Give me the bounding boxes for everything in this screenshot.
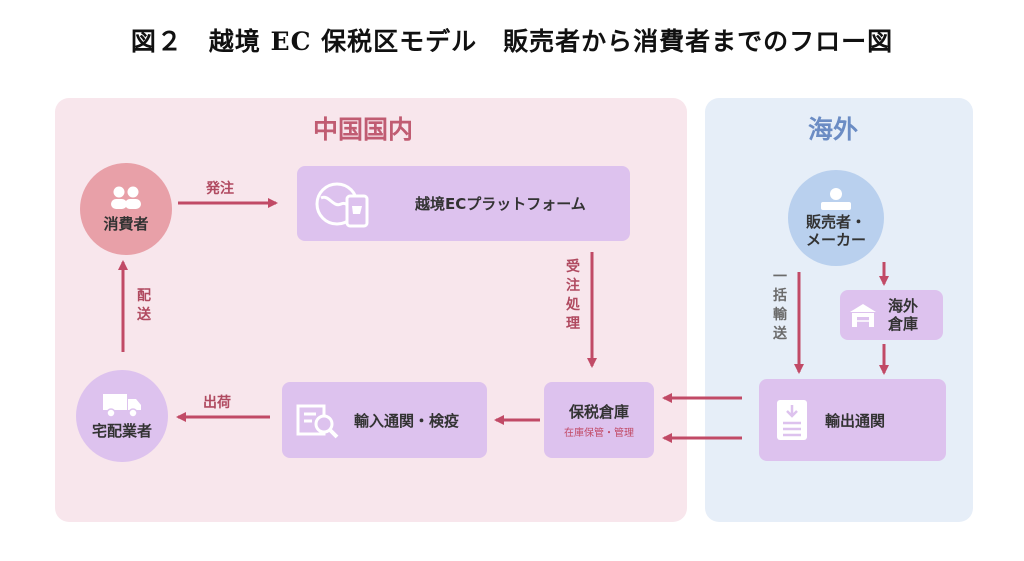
seller-person-icon — [821, 188, 851, 210]
seller-label-line2: メーカー — [805, 231, 866, 249]
china-region-label: 中国国内 — [313, 115, 414, 144]
overseas-warehouse-line2: 倉庫 — [888, 315, 919, 333]
warehouse-icon — [850, 304, 876, 327]
seller-node: 販売者・ メーカー — [788, 170, 884, 266]
overseas-warehouse-node: 海外 倉庫 — [840, 290, 943, 340]
deliver-label: 配送 — [137, 288, 151, 323]
delivery-node: 宅配業者 — [76, 370, 168, 462]
consumer-label: 消費者 — [103, 215, 149, 233]
import-clearance-node: 輸入通関・検疫 — [282, 382, 487, 458]
truck-icon — [103, 394, 141, 418]
document-icon — [777, 400, 807, 440]
seller-label-line1: 販売者・ — [805, 213, 866, 231]
bonded-warehouse-sub: 在庫保管・管理 — [564, 428, 634, 439]
overseas-region-label: 海外 — [808, 115, 859, 144]
overseas-warehouse-line1: 海外 — [888, 297, 919, 315]
bonded-warehouse-label: 保税倉庫 — [568, 403, 629, 421]
globe-phone-icon — [315, 182, 369, 227]
figure-title: 図２ 越境 EC 保税区モデル 販売者から消費者までのフロー図 — [130, 27, 894, 56]
platform-node: 越境ECプラットフォーム — [297, 166, 630, 241]
platform-label: 越境ECプラットフォーム — [415, 195, 586, 213]
ship-label: 出荷 — [203, 395, 231, 411]
bonded-warehouse-node: 保税倉庫 在庫保管・管理 — [544, 382, 654, 458]
import-clearance-label: 輸入通関・検疫 — [354, 411, 460, 430]
people-icon — [111, 186, 141, 209]
delivery-label: 宅配業者 — [91, 422, 152, 440]
export-clearance-label: 輸出通関 — [825, 411, 886, 430]
inspection-icon — [296, 404, 339, 439]
consumer-node: 消費者 — [80, 163, 172, 255]
processing-label: 受注処理 — [566, 259, 580, 332]
export-clearance-node: 輸出通関 — [759, 379, 946, 461]
bulk-shipping-label: 一括輸送 — [773, 269, 787, 342]
order-label: 発注 — [206, 181, 234, 197]
